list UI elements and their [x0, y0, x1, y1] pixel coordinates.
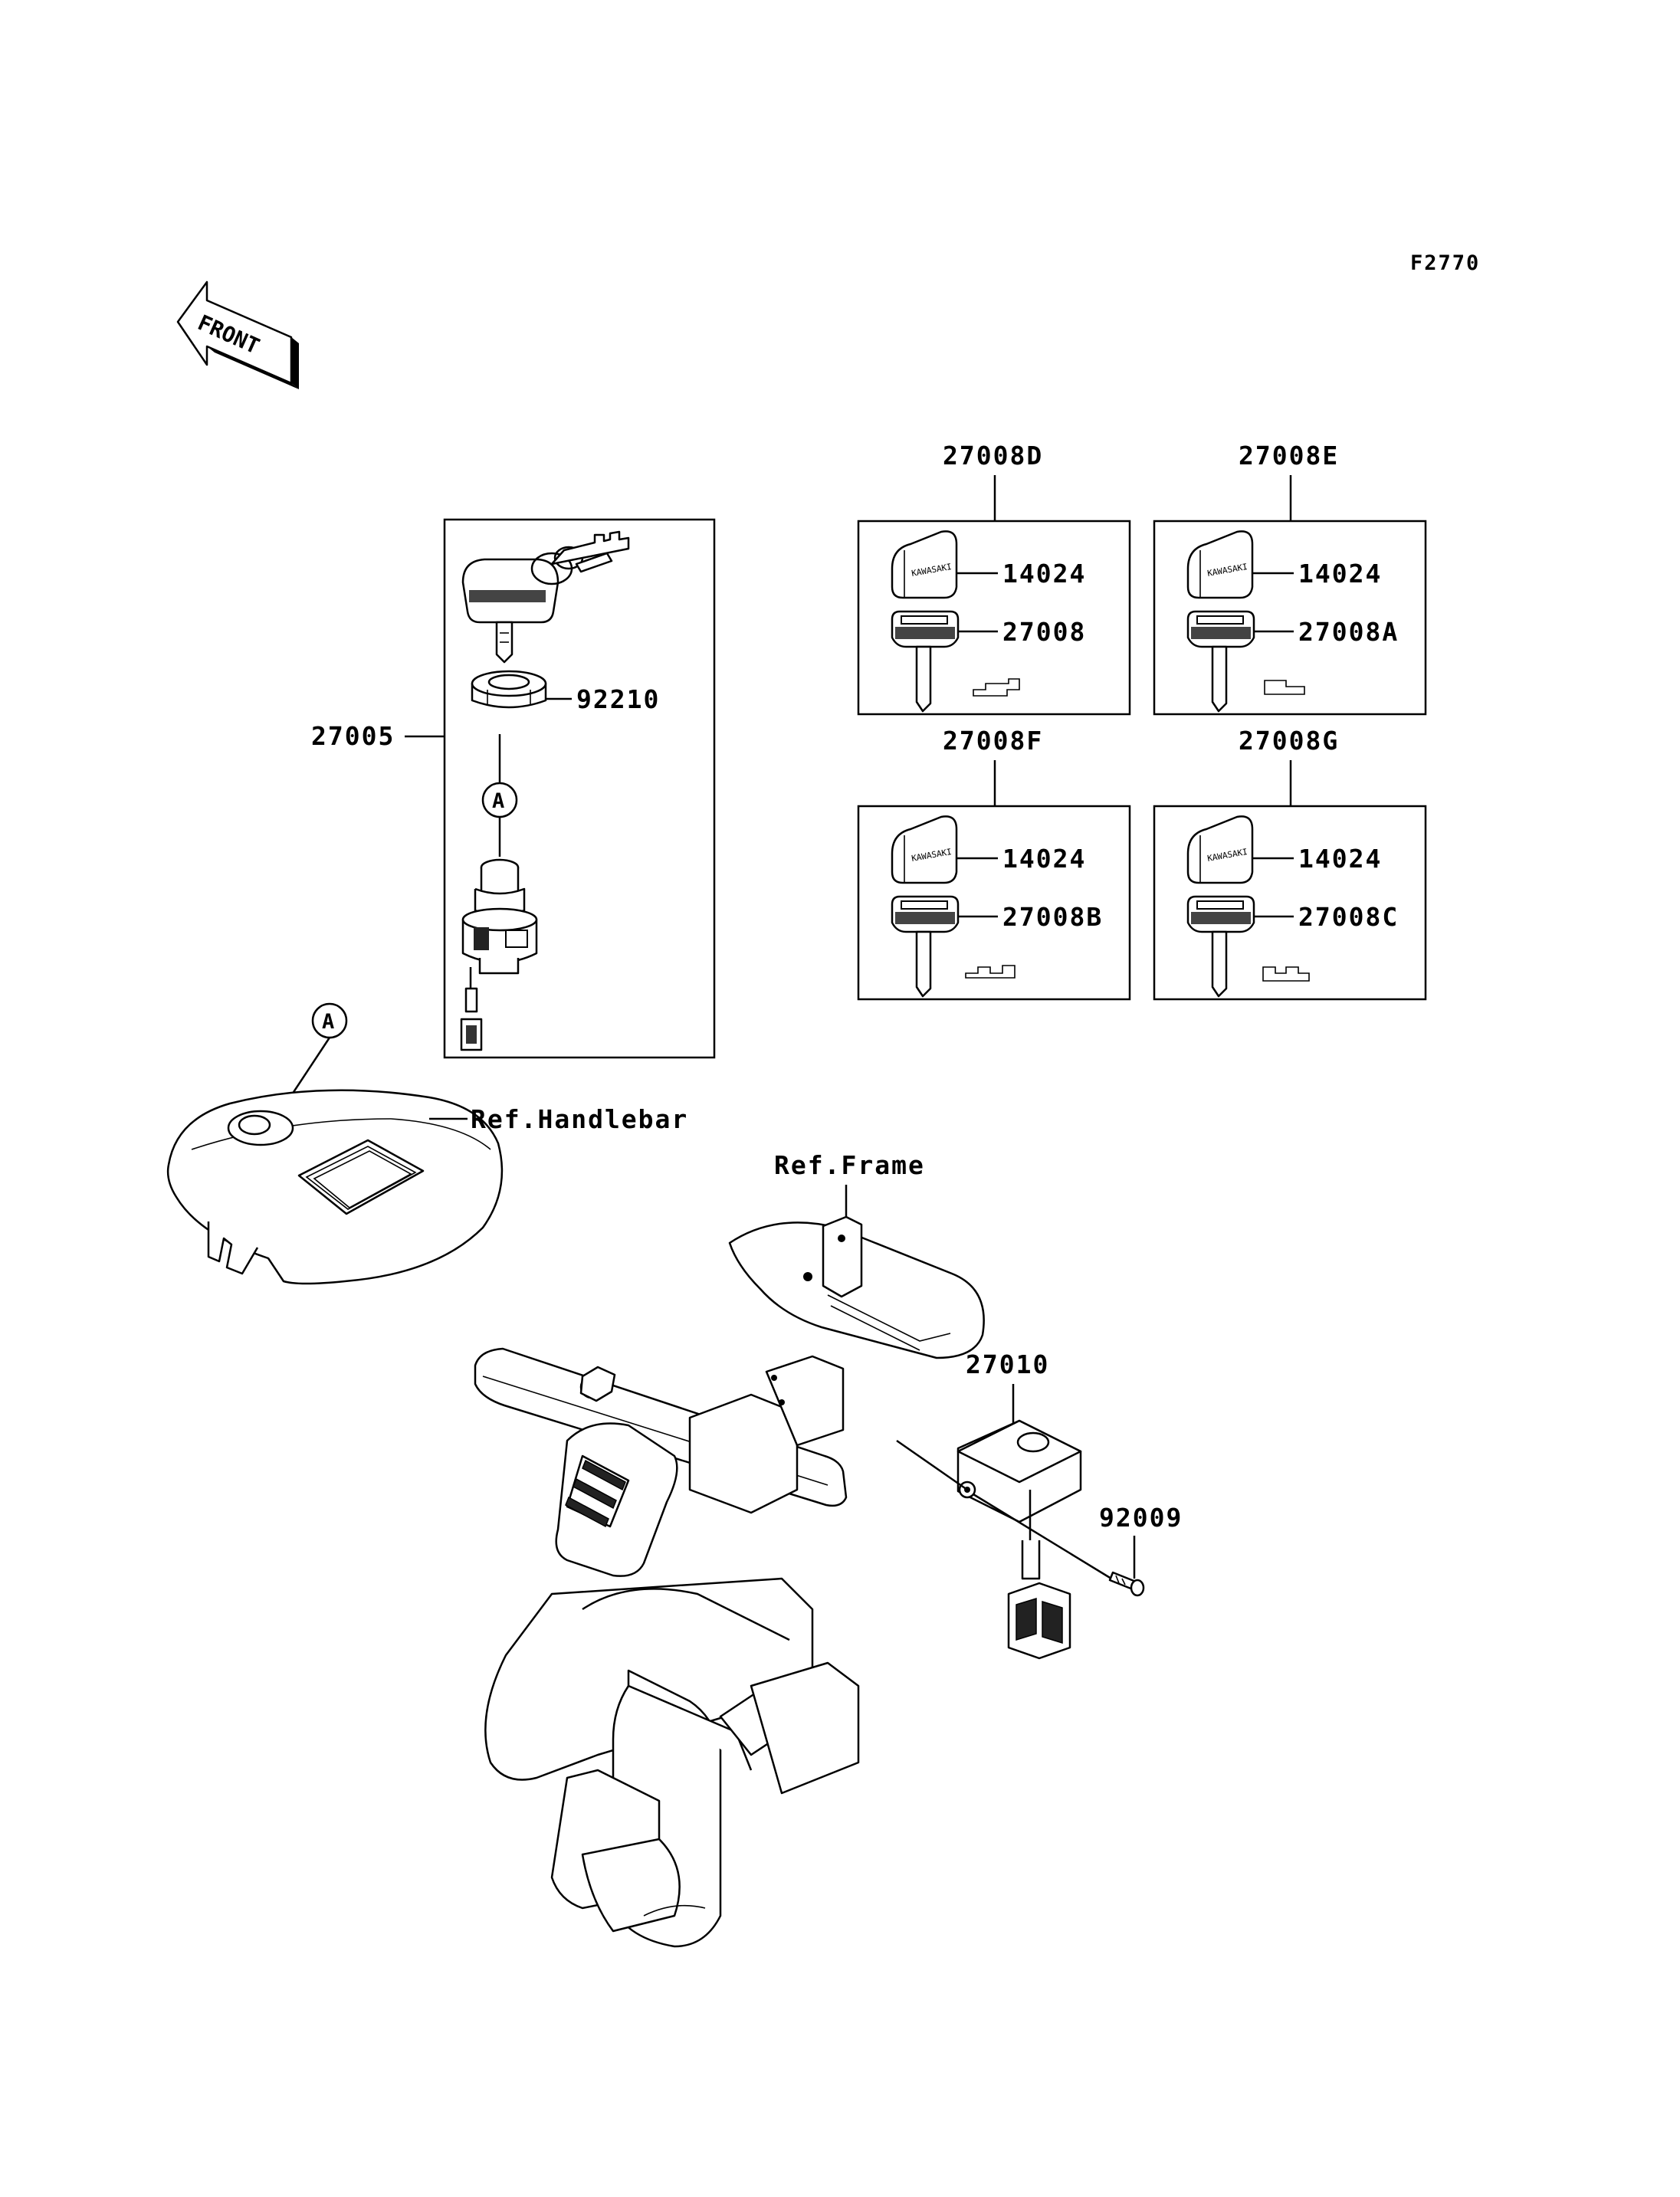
key-set-e-box: 27008E KAWASAKI 14024 27008A — [1153, 441, 1427, 716]
key-cut-profile-f — [965, 965, 1016, 979]
key-set-f-box: 27008F KAWASAKI 14024 27008B — [857, 726, 1131, 1001]
handlebar-cover-icon: A Ref.Handlebar — [166, 1002, 688, 1285]
label-92009: 92009 — [1099, 1503, 1183, 1533]
key-g-icon — [1186, 895, 1255, 998]
label-27008a: 27008A — [1298, 617, 1399, 647]
key-e-icon — [1186, 610, 1255, 713]
figure-code: F2770 — [1410, 251, 1480, 275]
key-set-g-box: 27008G KAWASAKI 14024 27008C — [1153, 726, 1427, 1001]
label-92210: 92210 — [576, 684, 660, 714]
key-cover-g-icon: KAWASAKI — [1186, 815, 1254, 884]
label-27005: 27005 — [311, 721, 395, 751]
nut-icon — [471, 670, 547, 709]
key-cut-profile-g — [1262, 966, 1310, 982]
label-27008d: 27008D — [943, 441, 1043, 471]
front-arrow-icon: FRONT — [176, 280, 299, 389]
ignition-switch-set-box: 27005 92210 A — [311, 518, 716, 1059]
label-27008e: 27008E — [1239, 441, 1339, 471]
label-27008f: 27008F — [943, 726, 1043, 756]
key-cut-profile-e — [1264, 680, 1305, 695]
screw-92009-icon: 92009 — [1099, 1503, 1183, 1597]
frame-icon: Ref.Frame — [474, 1150, 985, 1948]
marker-a-box: A — [492, 789, 506, 813]
label-27008b: 27008B — [1002, 902, 1103, 932]
label-27010: 27010 — [966, 1349, 1049, 1379]
key-set-d-box: 27008D KAWASAKI 14024 27008 — [857, 441, 1131, 716]
marker-a-handlebar: A — [322, 1010, 336, 1034]
label-14024-d: 14024 — [1002, 559, 1086, 589]
label-14024-g: 14024 — [1298, 844, 1382, 874]
key-f-icon — [891, 895, 960, 998]
label-27008: 27008 — [1002, 617, 1086, 647]
switch-27010-icon: 27010 — [896, 1349, 1112, 1660]
key-d-icon — [891, 610, 960, 713]
label-27008g: 27008G — [1239, 726, 1339, 756]
label-14024-f: 14024 — [1002, 844, 1086, 874]
label-14024-e: 14024 — [1298, 559, 1382, 589]
ignition-switch-icon — [460, 858, 538, 1051]
key-cover-e-icon: KAWASAKI — [1186, 530, 1254, 599]
key-assembly-icon — [461, 530, 630, 664]
key-cover-d-icon: KAWASAKI — [891, 530, 958, 599]
ref-frame-label: Ref.Frame — [774, 1150, 925, 1180]
ref-handlebar-label: Ref.Handlebar — [471, 1104, 688, 1134]
key-cut-profile-d — [973, 678, 1020, 697]
label-27008c: 27008C — [1298, 902, 1399, 932]
key-cover-f-icon: KAWASAKI — [891, 815, 958, 884]
